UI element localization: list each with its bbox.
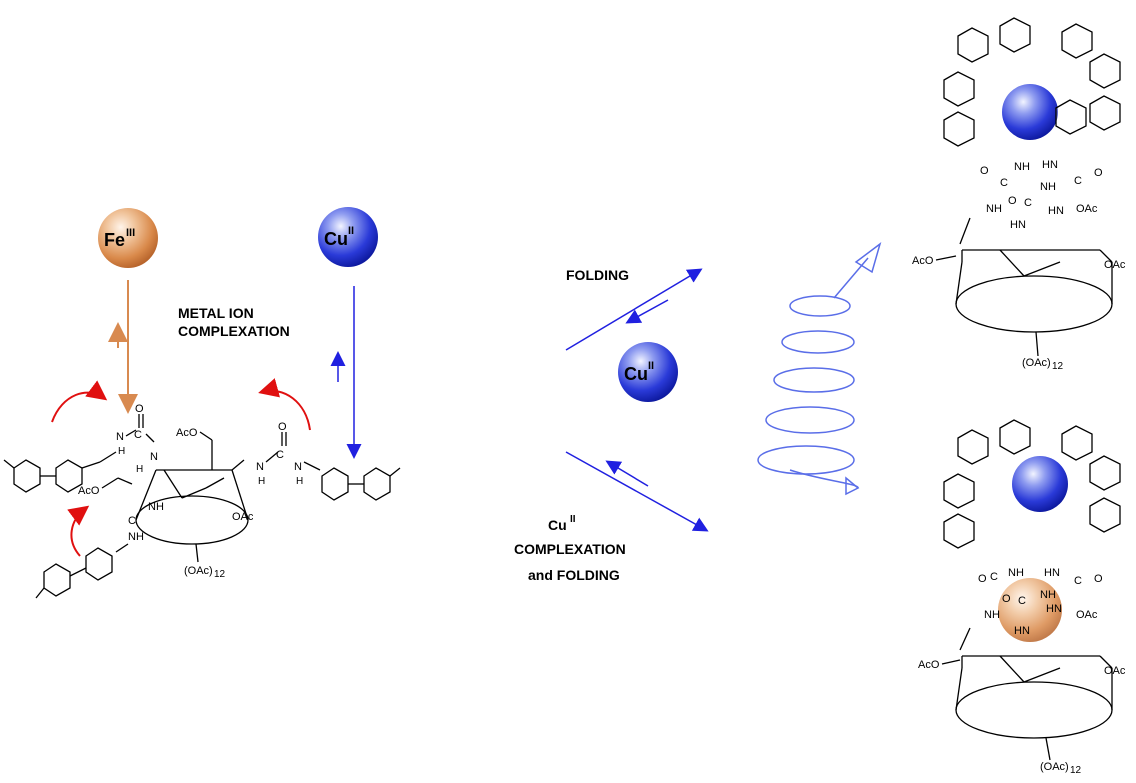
hn-r3: HN — [1048, 205, 1064, 217]
fe-symbol: Fe — [104, 230, 125, 250]
oac-left-cone: OAc — [232, 511, 254, 523]
hn-r1: HN — [1042, 159, 1058, 171]
complexation-forward-arrow — [565, 451, 709, 532]
fe-charge: III — [126, 227, 135, 239]
atom-h-4: H — [296, 476, 303, 487]
folding-reverse-arrow — [625, 299, 669, 324]
atom-h: H — [118, 446, 125, 457]
cu-ion-sphere-left: Cu II — [318, 207, 378, 267]
atom-c-r1: C — [1000, 177, 1008, 189]
folded-cu-complex: O C NH HN O C NH O C NH HN OAc HN AcO OA… — [912, 17, 1126, 372]
atom-c-r2: C — [1074, 175, 1082, 187]
nh-r2: NH — [1040, 181, 1056, 193]
atom-c-b1: C — [990, 571, 998, 583]
oac12-r1: (OAc) — [1022, 357, 1051, 369]
hn-r4: HN — [1010, 219, 1026, 231]
hn-b3: HN — [1046, 603, 1062, 615]
fe-sphere-bottom — [998, 578, 1062, 642]
cu-sphere-top — [1002, 84, 1058, 140]
helix-icon — [757, 242, 882, 496]
nh-b1: NH — [1008, 567, 1024, 579]
nh-r1: NH — [1014, 161, 1030, 173]
nh-lower-2: NH — [128, 531, 144, 543]
aco-left: AcO — [78, 485, 100, 497]
atom-c-b3: C — [1018, 595, 1026, 607]
hn-b1: HN — [1044, 567, 1060, 579]
red-arrow-top-left — [51, 380, 108, 423]
cu-symbol-left: Cu — [324, 229, 348, 249]
cu-complexation-label-1: Cu — [548, 517, 567, 533]
atom-c: C — [134, 429, 142, 441]
folded-fe-cu-complex: O C NH HN O C NH O C NH HN OAc HN AcO OA… — [918, 419, 1126, 776]
oac-r2: OAc — [1104, 259, 1126, 271]
open-ligand-structure: N H C O N H AcO AcO OAc (OAc) 12 N H — [3, 403, 401, 599]
oac12-sub-r1: 12 — [1052, 361, 1064, 372]
cu-charge-middle: II — [648, 360, 654, 372]
atom-o: O — [135, 403, 144, 415]
complexation-reverse-arrow — [605, 460, 649, 487]
fe-ion-sphere: Fe III — [98, 208, 158, 268]
nh-b2: NH — [1040, 589, 1056, 601]
atom-c-2: C — [276, 449, 284, 461]
atom-n-2: N — [150, 451, 158, 463]
atom-o-b2: O — [1094, 573, 1103, 585]
oac12-sub-b1: 12 — [1070, 765, 1082, 776]
oac12-left: (OAc) — [184, 565, 213, 577]
metal-ion-label-2: COMPLEXATION — [178, 323, 290, 339]
cu-complexation-label-3: and FOLDING — [528, 567, 620, 583]
oac-b2: OAc — [1104, 665, 1126, 677]
cu-sphere-bottom — [1012, 456, 1068, 512]
aco-r1: AcO — [912, 255, 934, 267]
cu-complexation-label-2: COMPLEXATION — [514, 541, 626, 557]
nh-r3: NH — [986, 203, 1002, 215]
oac-b1: OAc — [1076, 609, 1098, 621]
red-arrow-bottom-left — [67, 505, 90, 557]
atom-h-2: H — [136, 464, 143, 475]
atom-c-b2: C — [1074, 575, 1082, 587]
folding-label: FOLDING — [566, 267, 629, 283]
atom-c-3: C — [128, 515, 136, 527]
atom-n: N — [116, 431, 124, 443]
atom-o-b1: O — [978, 573, 987, 585]
atom-n-4: N — [294, 461, 302, 473]
atom-h-3: H — [258, 476, 265, 487]
atom-n-3: N — [256, 461, 264, 473]
atom-o-r3: O — [1008, 195, 1017, 207]
atom-o-r1: O — [980, 165, 989, 177]
hn-b4: HN — [1014, 625, 1030, 637]
aco-b1: AcO — [918, 659, 940, 671]
cu-symbol-middle: Cu — [624, 364, 648, 384]
nh-b3: NH — [984, 609, 1000, 621]
atom-o-r2: O — [1094, 167, 1103, 179]
atom-c-r3: C — [1024, 197, 1032, 209]
cu-complexation-sup: II — [570, 514, 576, 525]
cu-ion-sphere-middle: Cu II — [618, 342, 678, 402]
cu-charge-left: II — [348, 225, 354, 237]
oac-r1: OAc — [1076, 203, 1098, 215]
atom-o-2: O — [278, 421, 287, 433]
oac12-sub-left: 12 — [214, 569, 226, 580]
nh-lower-1: NH — [148, 501, 164, 513]
oac12-b1: (OAc) — [1040, 761, 1069, 773]
atom-o-b3: O — [1002, 593, 1011, 605]
aco-top: AcO — [176, 427, 198, 439]
metal-ion-label-1: METAL ION — [178, 305, 254, 321]
red-arrow-top-right — [258, 378, 311, 431]
